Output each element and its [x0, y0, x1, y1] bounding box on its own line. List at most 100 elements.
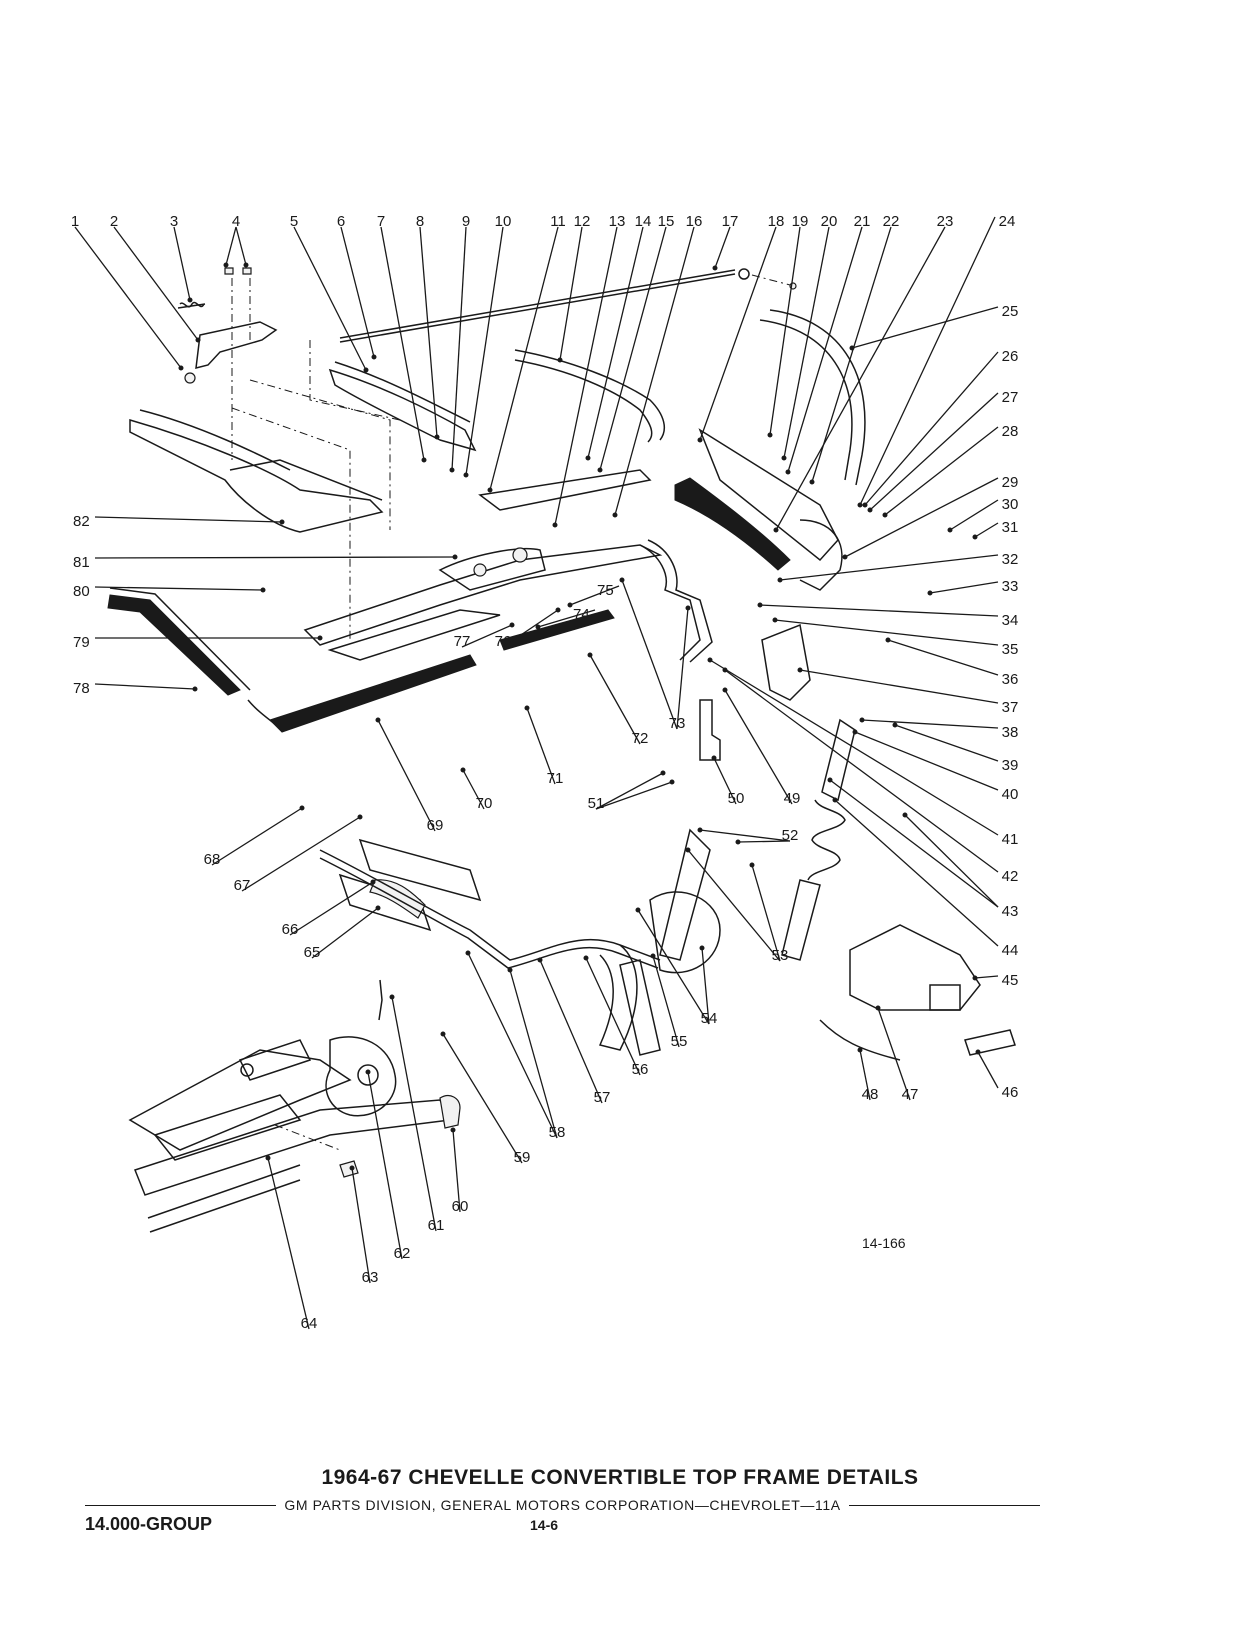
leader-arrowhead-44 [832, 797, 838, 803]
callout-number-45: 45 [1002, 972, 1019, 989]
leader-line-24 [859, 216, 996, 506]
page-number: 14-6 [530, 1517, 559, 1533]
callout-number-51: 51 [588, 795, 605, 812]
leader-arrowhead-54-2 [699, 945, 705, 951]
callout-number-7: 7 [377, 213, 385, 230]
leader-arrowhead-21 [785, 469, 791, 475]
callout-number-35: 35 [1002, 641, 1019, 658]
leader-line-31 [974, 522, 999, 538]
leader-arrowhead-32 [777, 577, 783, 583]
figure-number: 14-166 [862, 1235, 906, 1251]
rule-left [85, 1504, 277, 1506]
callout-32: 32 [777, 551, 1018, 583]
callout-71: 71 [524, 705, 563, 787]
callout-number-39: 39 [1002, 757, 1019, 774]
leader-arrowhead-73-1 [619, 577, 625, 583]
leader-arrowhead-61 [389, 994, 395, 1000]
leader-line-70 [462, 769, 485, 810]
leader-arrowhead-51-2 [669, 779, 675, 785]
leader-line-4-1 [225, 226, 237, 266]
leader-line-80 [94, 586, 264, 591]
leader-line-81 [94, 556, 456, 559]
leader-line-38 [861, 719, 999, 729]
leader-arrowhead-17 [712, 265, 718, 271]
leader-arrowhead-26 [862, 502, 868, 508]
callout-59: 59 [440, 1031, 530, 1166]
callout-44: 44 [832, 797, 1018, 959]
callout-20: 20 [781, 213, 837, 461]
callout-number-64: 64 [301, 1315, 318, 1332]
callout-51: 51 [588, 770, 675, 812]
callout-number-3: 3 [170, 213, 178, 230]
leader-line-69 [377, 719, 436, 832]
leader-arrowhead-7 [421, 457, 427, 463]
callout-58: 58 [465, 950, 565, 1141]
callout-number-18: 18 [768, 213, 785, 230]
callout-10: 10 [463, 213, 511, 478]
callout-number-81: 81 [73, 554, 90, 571]
leader-line-73-2 [676, 607, 689, 730]
callout-63: 63 [349, 1165, 378, 1286]
callout-53: 53 [685, 847, 788, 964]
leader-arrowhead-73-2 [685, 605, 691, 611]
leader-line-67 [241, 816, 361, 892]
leader-arrowhead-45 [972, 975, 978, 981]
leader-line-54-1 [637, 909, 710, 1025]
leader-arrowhead-79 [317, 635, 323, 641]
callout-number-50: 50 [728, 790, 745, 807]
callout-17: 17 [712, 213, 738, 271]
leader-arrowhead-47 [875, 1005, 881, 1011]
callout-number-79: 79 [73, 634, 90, 651]
leader-line-59 [442, 1033, 523, 1164]
callout-number-28: 28 [1002, 423, 1019, 440]
leader-arrowhead-20 [781, 455, 787, 461]
callout-number-52: 52 [782, 827, 799, 844]
callout-14: 14 [585, 213, 651, 461]
leader-line-46 [977, 1051, 999, 1089]
callout-number-72: 72 [632, 730, 649, 747]
leader-arrowhead-4-2 [243, 262, 249, 268]
leader-line-60 [452, 1129, 461, 1213]
leader-line-65 [311, 907, 379, 959]
leader-arrowhead-74 [535, 624, 541, 630]
callout-number-11: 11 [550, 213, 566, 230]
leader-line-49 [724, 689, 793, 805]
callout-61: 61 [389, 994, 444, 1234]
leader-line-8 [419, 226, 438, 438]
callout-75: 75 [567, 582, 620, 608]
leader-arrowhead-33 [927, 590, 933, 596]
callout-number-68: 68 [204, 851, 221, 868]
callout-2: 2 [110, 213, 201, 343]
callout-number-57: 57 [594, 1089, 611, 1106]
leader-arrowhead-43-2 [902, 812, 908, 818]
callout-number-1: 1 [71, 213, 79, 230]
callout-28: 28 [882, 423, 1019, 518]
callout-40: 40 [852, 729, 1018, 803]
leader-arrowhead-70 [460, 767, 466, 773]
callout-36: 36 [885, 637, 1018, 688]
callout-number-41: 41 [1002, 831, 1019, 848]
callout-number-55: 55 [671, 1033, 688, 1050]
leader-arrowhead-24 [857, 502, 863, 508]
leader-line-40 [854, 731, 999, 791]
callout-9: 9 [449, 213, 470, 473]
callout-number-25: 25 [1002, 303, 1019, 320]
publisher-line: GM PARTS DIVISION, GENERAL MOTORS CORPOR… [85, 1497, 1040, 1513]
leader-line-62 [367, 1071, 403, 1260]
leader-line-48 [859, 1049, 871, 1101]
leader-arrowhead-28 [882, 512, 888, 518]
leader-arrowhead-5 [363, 367, 369, 373]
callout-72: 72 [587, 652, 649, 747]
callout-74: 74 [535, 606, 596, 630]
leader-arrowhead-65 [375, 905, 381, 911]
callout-48: 48 [857, 1047, 878, 1103]
leader-line-52-2 [737, 840, 791, 843]
callout-43: 43 [827, 777, 1018, 920]
leader-arrowhead-64 [265, 1155, 271, 1161]
callout-52: 52 [697, 827, 799, 845]
leader-arrowhead-51-1 [660, 770, 666, 776]
leader-line-5 [293, 226, 367, 371]
callout-number-37: 37 [1002, 699, 1019, 716]
